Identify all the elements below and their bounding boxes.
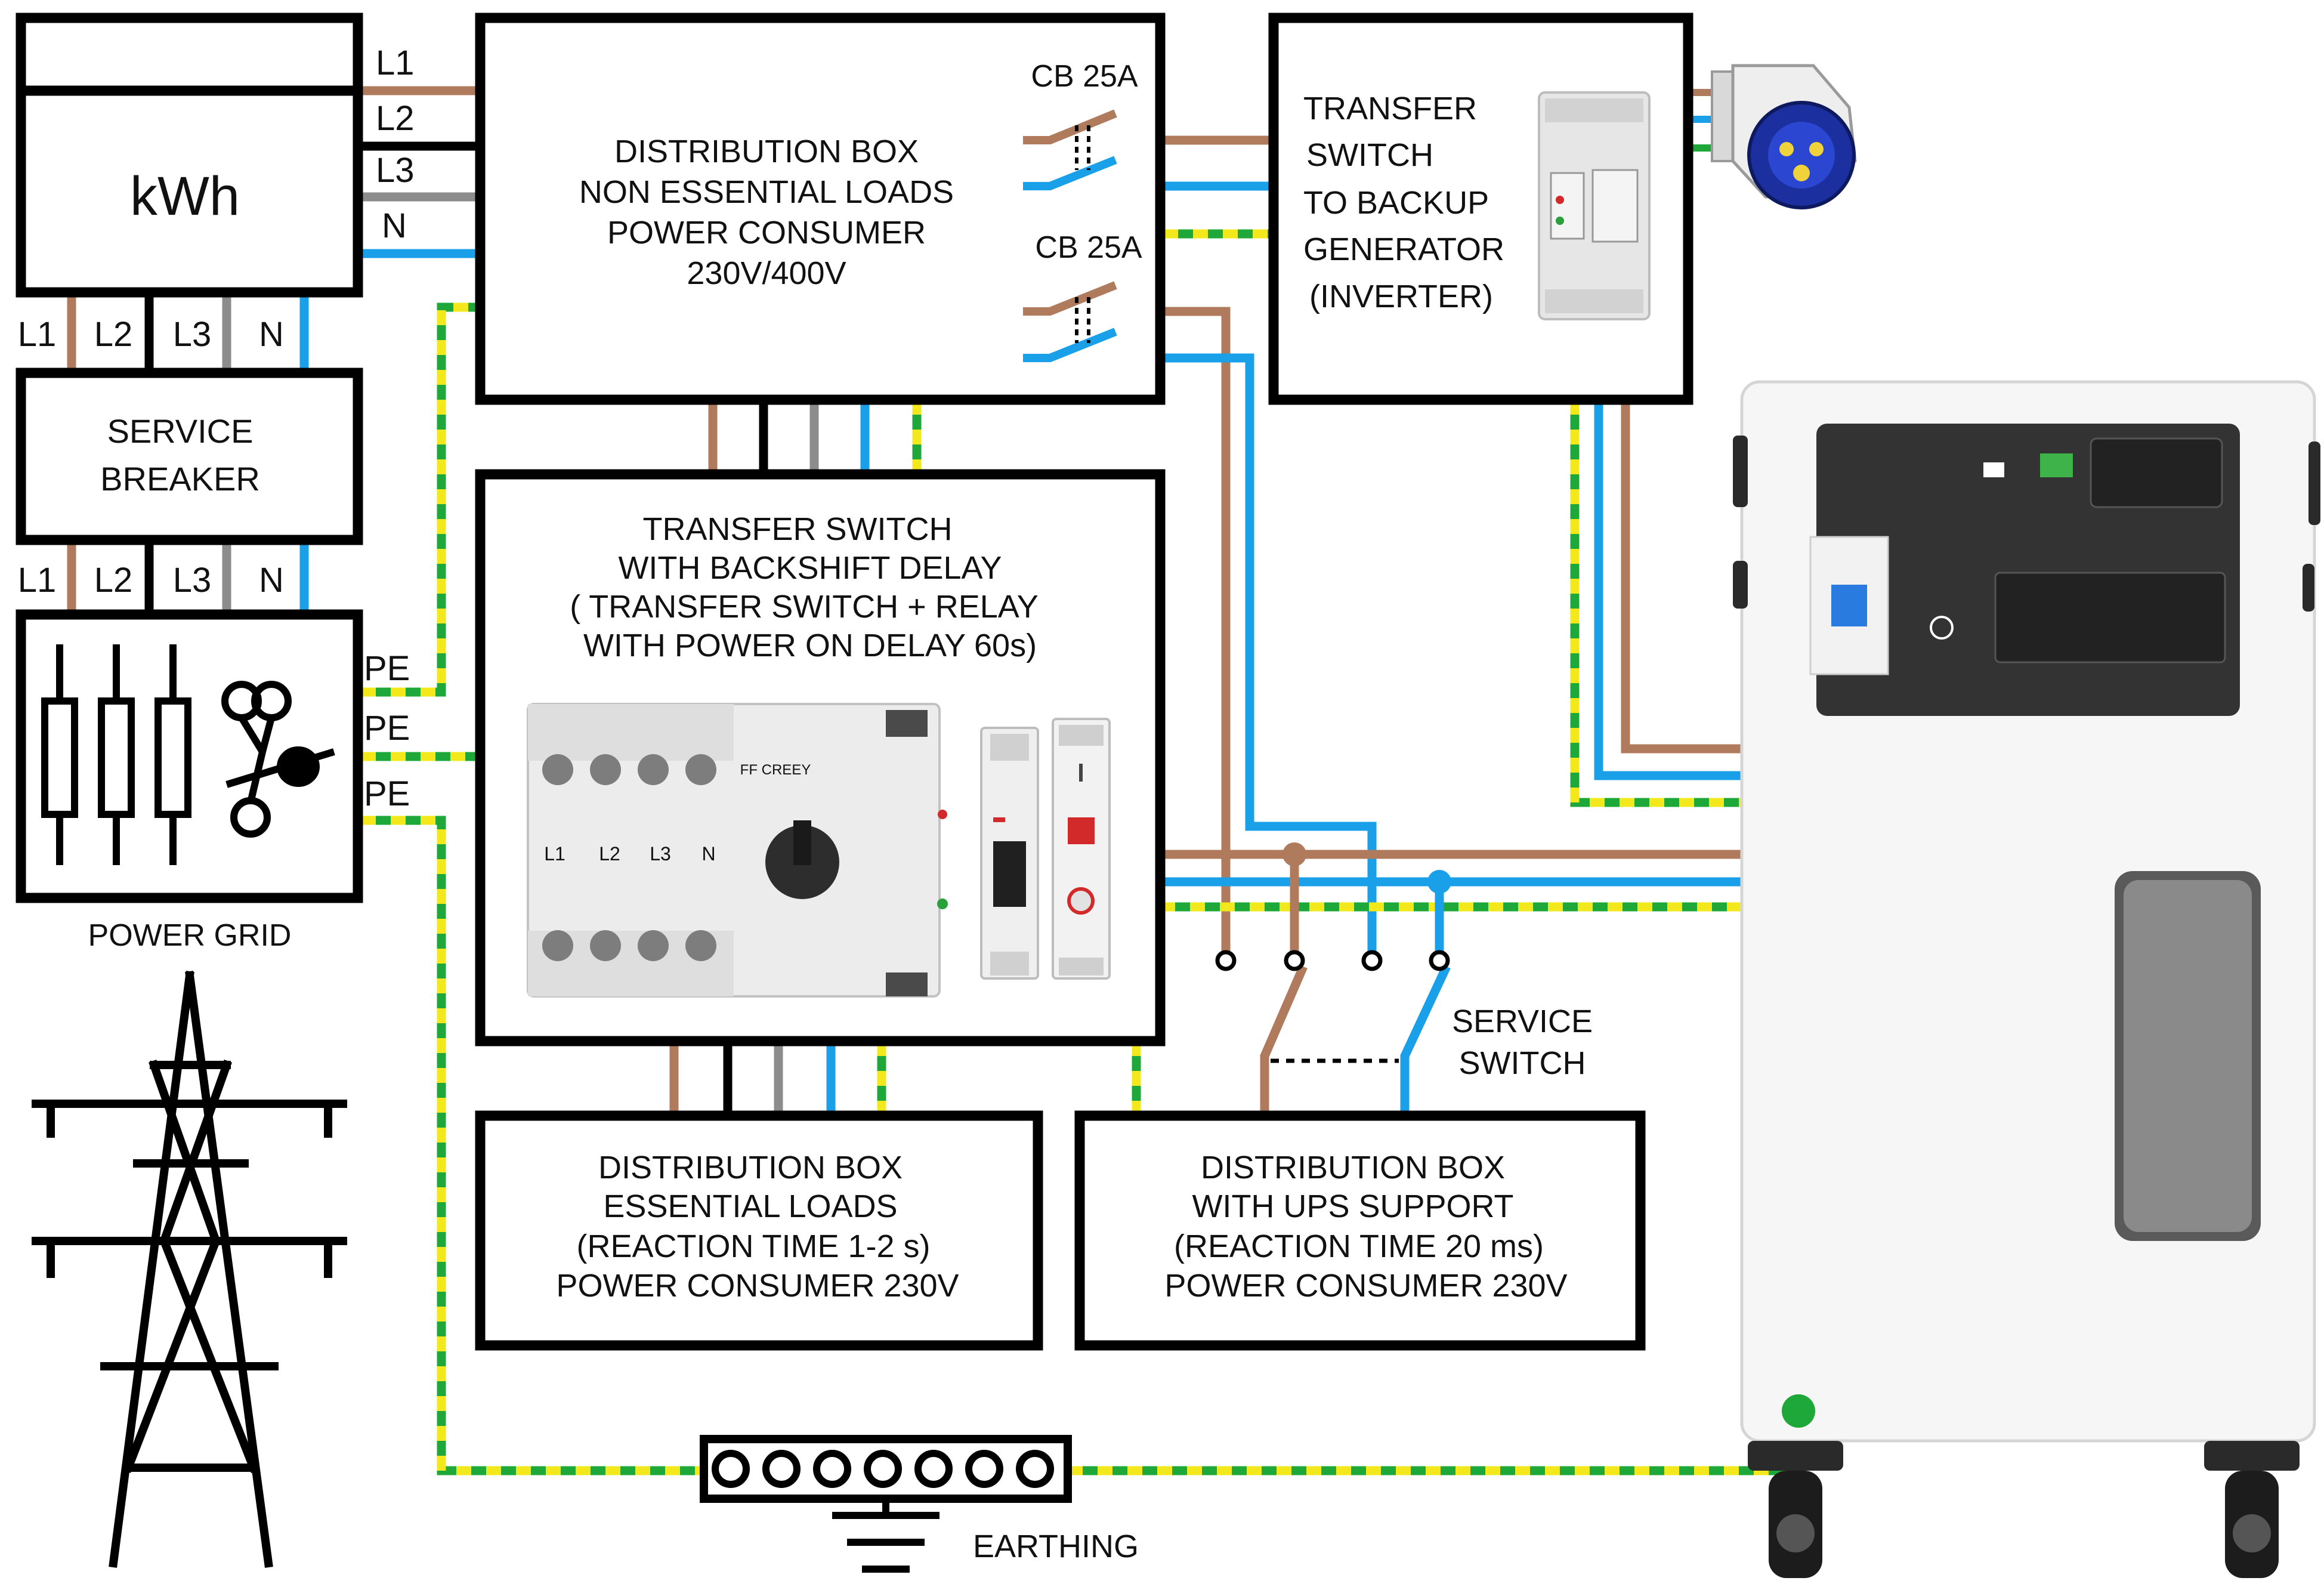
wire-earth-inverter-y [1068, 1414, 1803, 1475]
fuse-icon [41, 644, 191, 865]
ats-terminal-l2: L2 [599, 843, 620, 865]
meter-terminal-labels: L1 L2 L3 N [18, 315, 284, 354]
inverter-cabinet [1733, 380, 2320, 1578]
essential-loads-box: DISTRIBUTION BOX ESSENTIAL LOADS (REACTI… [475, 1110, 1043, 1351]
meter-terminal-l3: L3 [173, 315, 212, 354]
backup-ts-line2: SWITCH [1306, 137, 1433, 173]
generator-plug-icon [1711, 64, 1857, 209]
meter-line-l3: L3 [376, 151, 415, 190]
delay-relay-device-icon [1052, 718, 1111, 980]
sb-terminal-l1: L1 [18, 561, 57, 600]
wire-pe1-g [361, 302, 477, 697]
meter-line-labels: L1 L2 L3 N [376, 44, 415, 245]
cabinet-wheel-left-icon [1748, 1441, 1843, 1578]
ts-line3: ( TRANSFER SWITCH + RELAY [570, 589, 1039, 625]
service-breaker-terminal-labels: L1 L2 L3 N [18, 561, 284, 600]
ground-symbol-icon [832, 1499, 940, 1573]
ups-line1: DISTRIBUTION BOX [1201, 1150, 1505, 1185]
wire-service-switch-blue [1400, 964, 1451, 1116]
inverter-control-panel [1809, 424, 2240, 716]
service-switch: SERVICE SWITCH [1215, 842, 1593, 1081]
ne-line2: NON ESSENTIAL LOADS [579, 174, 954, 210]
non-essential-box: DISTRIBUTION BOX NON ESSENTIAL LOADS POW… [475, 13, 1166, 405]
service-breaker: SERVICE BREAKER [16, 368, 363, 545]
backup-transfer-switch-box: TRANSFER SWITCH TO BACKUP GENERATOR (INV… [1268, 13, 1693, 405]
ess-line4: POWER CONSUMER 230V [556, 1268, 959, 1304]
earthing-bar: EARTHING [700, 1435, 1139, 1573]
ups-line4: POWER CONSUMER 230V [1164, 1268, 1567, 1304]
service-switch-line2: SWITCH [1459, 1045, 1586, 1081]
ups-line3: (REACTION TIME 20 ms) [1174, 1228, 1544, 1264]
cabinet-earth-point [1782, 1394, 1815, 1428]
main-transfer-switch-box: TRANSFER SWITCH WITH BACKSHIFT DELAY ( T… [475, 469, 1166, 1046]
transmission-tower-icon [32, 971, 347, 1568]
power-grid-label: POWER GRID [88, 918, 292, 953]
wire-cb2-blue [1121, 353, 1377, 953]
ess-line2: ESSENTIAL LOADS [603, 1188, 897, 1224]
meter-terminal-l2: L2 [94, 315, 133, 354]
ats-device-icon: L1 L2 L3 N FF CREEY [527, 703, 948, 998]
ess-line1: DISTRIBUTION BOX [598, 1150, 903, 1185]
sb-terminal-n: N [259, 561, 284, 600]
service-breaker-line2: BREAKER [100, 460, 260, 498]
pe-labels: PE PE PE [364, 649, 410, 813]
sb-terminal-l3: L3 [173, 561, 212, 600]
ne-line1: DISTRIBUTION BOX [614, 134, 919, 169]
pe-label-1: PE [364, 649, 410, 688]
service-switch-contact-1 [1215, 950, 1237, 971]
ats-terminal-n: N [701, 843, 715, 865]
ups-support-box: DISTRIBUTION BOX WITH UPS SUPPORT (REACT… [1074, 1110, 1646, 1351]
ts-line1: TRANSFER SWITCH [643, 511, 953, 547]
wire-service-switch-brown [1260, 965, 1308, 1116]
wire-earth-inverter-g [1068, 1414, 1803, 1475]
modular-switch-device-icon [1538, 91, 1651, 320]
meter-line-l1: L1 [376, 44, 415, 82]
backup-ts-line4: GENERATOR [1303, 231, 1504, 267]
service-switch-contact-3 [1361, 950, 1383, 971]
ats-terminal-l3: L3 [650, 843, 671, 865]
junction-brown-dot [1282, 842, 1306, 866]
ts-line2: WITH BACKSHIFT DELAY [618, 550, 1002, 586]
cabinet-wheel-right-icon [2204, 1441, 2300, 1578]
cb-label-2: CB 25A [1035, 230, 1142, 265]
sb-terminal-l2: L2 [94, 561, 133, 600]
service-switch-contact-4 [1429, 950, 1450, 971]
meter-line-l2: L2 [376, 99, 415, 138]
junction-blue-dot [1427, 870, 1451, 894]
meter-line-n: N [382, 206, 407, 245]
ats-terminal-l1: L1 [544, 843, 565, 865]
ne-line3: POWER CONSUMER [607, 215, 926, 251]
meter-terminal-l1: L1 [18, 315, 57, 354]
circuit-breaker-1-icon [1023, 109, 1117, 190]
ats-brand: FF CREEY [740, 762, 811, 778]
pe-label-2: PE [364, 709, 410, 748]
service-switch-contact-2 [1284, 950, 1305, 971]
backup-ts-line1: TRANSFER [1303, 91, 1477, 126]
meter-label: kWh [130, 166, 240, 227]
wire-pe1-y [361, 302, 477, 697]
ne-line4: 230V/400V [687, 255, 846, 291]
service-switch-line1: SERVICE [1452, 1004, 1593, 1039]
circuit-breaker-2-icon [1023, 281, 1117, 362]
energy-meter: kWh [16, 13, 363, 298]
mcb-device-icon [980, 727, 1039, 980]
power-grid-box [16, 609, 363, 903]
backup-ts-line5: (INVERTER) [1309, 279, 1493, 314]
pe-label-3: PE [364, 774, 410, 813]
wire-pe3-y [361, 816, 704, 1475]
service-breaker-line1: SERVICE [107, 412, 254, 450]
earthing-label: EARTHING [973, 1529, 1139, 1564]
cabinet-vent-grille [2115, 871, 2261, 1241]
ups-line2: WITH UPS SUPPORT [1192, 1188, 1513, 1224]
ess-line3: (REACTION TIME 1-2 s) [576, 1228, 930, 1264]
meter-terminal-n: N [259, 315, 284, 354]
cb-label-1: CB 25A [1031, 59, 1138, 94]
ts-line4: WITH POWER ON DELAY 60s) [583, 628, 1037, 663]
switch-symbol-icon [221, 681, 335, 838]
backup-ts-line3: TO BACKUP [1303, 185, 1489, 221]
